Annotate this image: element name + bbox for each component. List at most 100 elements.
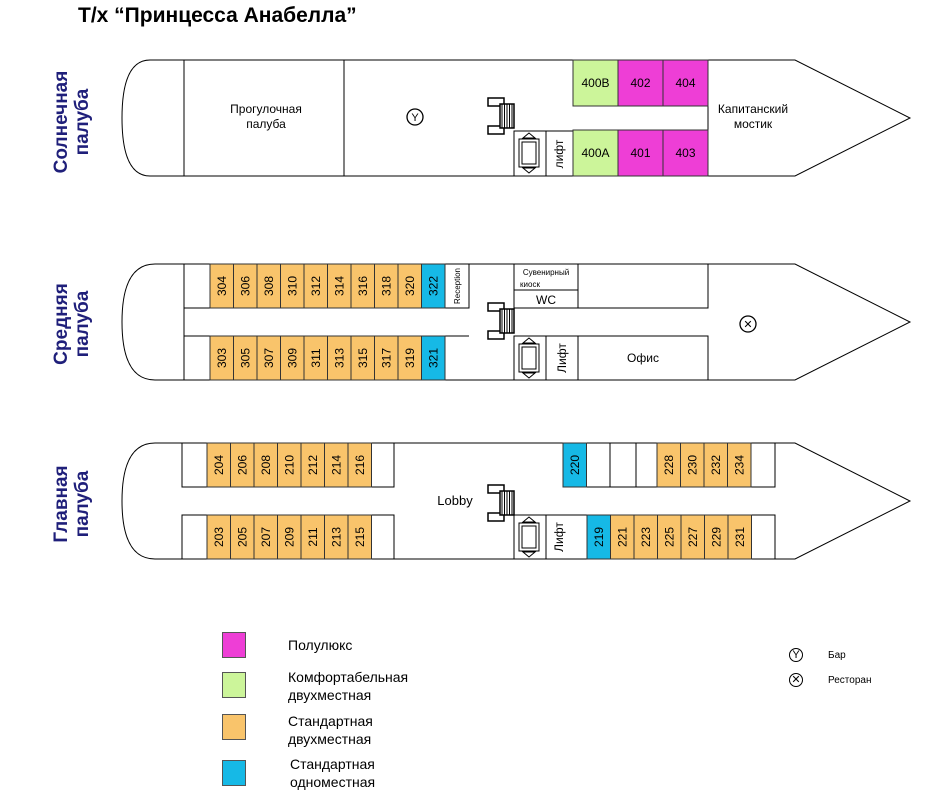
cabin-234[interactable]: 234 xyxy=(727,442,752,488)
cabin-box xyxy=(421,335,446,381)
reception-box xyxy=(443,263,470,309)
cabin-311[interactable]: 311 xyxy=(303,335,328,381)
cabin-229[interactable]: 229 xyxy=(704,514,729,560)
cabin-212[interactable]: 212 xyxy=(300,442,325,488)
cabin-number: 315 xyxy=(356,348,370,368)
cabin-220[interactable]: 220 xyxy=(562,442,587,488)
cabin-number: 213 xyxy=(329,527,343,547)
souvenir-kiosk-label: Сувенирный xyxy=(523,268,569,277)
legend-standard-line2: двухместная xyxy=(288,731,372,747)
cabin-205[interactable]: 205 xyxy=(230,514,255,560)
cabin-number: 232 xyxy=(709,455,723,475)
sun-promenade-label: Прогулочная xyxy=(230,102,302,116)
cabin-219[interactable]: 219 xyxy=(586,514,611,560)
cabin-316[interactable]: 316 xyxy=(350,263,375,309)
restaurant-legend-icon: ✕ xyxy=(789,673,803,687)
cabin-225[interactable]: 225 xyxy=(657,514,682,560)
cabin-207[interactable]: 207 xyxy=(253,514,278,560)
cabin-204[interactable]: 204 xyxy=(206,442,231,488)
cabin-number: 209 xyxy=(282,527,296,547)
cabin-209[interactable]: 209 xyxy=(277,514,302,560)
cabin-230[interactable]: 230 xyxy=(680,442,705,488)
cabin-308[interactable]: 308 xyxy=(256,263,281,309)
cabin-210[interactable]: 210 xyxy=(277,442,302,488)
cabin-317[interactable]: 317 xyxy=(374,335,399,381)
cabin-312[interactable]: 312 xyxy=(303,263,328,309)
stairs-icon xyxy=(487,97,515,135)
cabin-309[interactable]: 309 xyxy=(280,335,305,381)
cabin-319[interactable]: 319 xyxy=(397,335,422,381)
cabin-400A[interactable]: 400A xyxy=(572,129,619,177)
bar-icon: Y xyxy=(406,108,424,126)
cabin-box xyxy=(347,514,372,560)
cabin-401[interactable]: 401 xyxy=(617,129,664,177)
cabin-box xyxy=(347,442,372,488)
legend-swatch-standard xyxy=(222,714,246,740)
cabin-number: 219 xyxy=(592,527,606,547)
cabin-215[interactable]: 215 xyxy=(347,514,372,560)
cabin-223[interactable]: 223 xyxy=(633,514,658,560)
legend-restaurant: Ресторан xyxy=(828,675,872,686)
cabin-214[interactable]: 214 xyxy=(324,442,349,488)
cabin-number: 203 xyxy=(212,527,226,547)
cabin-320[interactable]: 320 xyxy=(397,263,422,309)
cabin-206[interactable]: 206 xyxy=(230,442,255,488)
cabin-306[interactable]: 306 xyxy=(233,263,258,309)
cabin-208[interactable]: 208 xyxy=(253,442,278,488)
page-title: Т/х “Принцесса Анабелла” xyxy=(78,4,357,27)
cabin-400B[interactable]: 400B xyxy=(572,59,619,107)
middle-forward-room xyxy=(577,263,709,309)
cabin-227[interactable]: 227 xyxy=(680,514,705,560)
cabin-number: 228 xyxy=(662,455,676,475)
cabin-315[interactable]: 315 xyxy=(350,335,375,381)
cabin-313[interactable]: 313 xyxy=(327,335,352,381)
cabin-number: 221 xyxy=(615,527,629,547)
cabin-number: 204 xyxy=(212,455,226,475)
cabin-228[interactable]: 228 xyxy=(656,442,681,488)
cabin-216[interactable]: 216 xyxy=(347,442,372,488)
cabin-number: 320 xyxy=(403,276,417,296)
svg-text:Y: Y xyxy=(411,112,419,124)
cabin-203[interactable]: 203 xyxy=(206,514,231,560)
cabin-403[interactable]: 403 xyxy=(662,129,709,177)
legend-swatch-single xyxy=(222,760,246,786)
legend-swatch-comfort xyxy=(222,672,246,698)
cabin-322[interactable]: 322 xyxy=(421,263,446,309)
cabin-number: 400A xyxy=(581,146,609,160)
cabin-number: 207 xyxy=(259,527,273,547)
cabin-231[interactable]: 231 xyxy=(727,514,752,560)
cabin-310[interactable]: 310 xyxy=(280,263,305,309)
cabin-305[interactable]: 305 xyxy=(233,335,258,381)
cabin-211[interactable]: 211 xyxy=(300,514,325,560)
cabin-number: 318 xyxy=(379,276,393,296)
cabin-232[interactable]: 232 xyxy=(703,442,728,488)
lift-icon xyxy=(518,516,540,558)
cabin-number: 404 xyxy=(675,76,695,90)
legend-standard: Стандартная двухместная xyxy=(288,712,373,748)
cabin-number: 401 xyxy=(630,146,650,160)
cabin-318[interactable]: 318 xyxy=(374,263,399,309)
cabin-box xyxy=(572,59,619,107)
cabin-number: 306 xyxy=(238,276,252,296)
cabin-213[interactable]: 213 xyxy=(324,514,349,560)
cabin-221[interactable]: 221 xyxy=(610,514,635,560)
middle-lift-label: Лифт xyxy=(555,343,569,373)
cabin-314[interactable]: 314 xyxy=(327,263,352,309)
cabin-404[interactable]: 404 xyxy=(662,59,709,107)
cabin-box xyxy=(727,514,752,560)
cabin-number: 227 xyxy=(686,527,700,547)
cabin-number: 210 xyxy=(282,455,296,475)
cabin-304[interactable]: 304 xyxy=(209,263,234,309)
sun-promenade-label: палуба xyxy=(246,117,286,131)
cabin-number: 314 xyxy=(332,276,346,296)
cabin-307[interactable]: 307 xyxy=(256,335,281,381)
cabin-box xyxy=(617,59,664,107)
cabin-303[interactable]: 303 xyxy=(209,335,234,381)
cabin-402[interactable]: 402 xyxy=(617,59,664,107)
legend-comfort-line2: двухместная xyxy=(288,687,372,703)
lobby-label: Lobby xyxy=(437,493,473,508)
souvenir-kiosk-label: киоск xyxy=(520,280,540,289)
cabin-number: 402 xyxy=(630,76,650,90)
cabin-321[interactable]: 321 xyxy=(421,335,446,381)
